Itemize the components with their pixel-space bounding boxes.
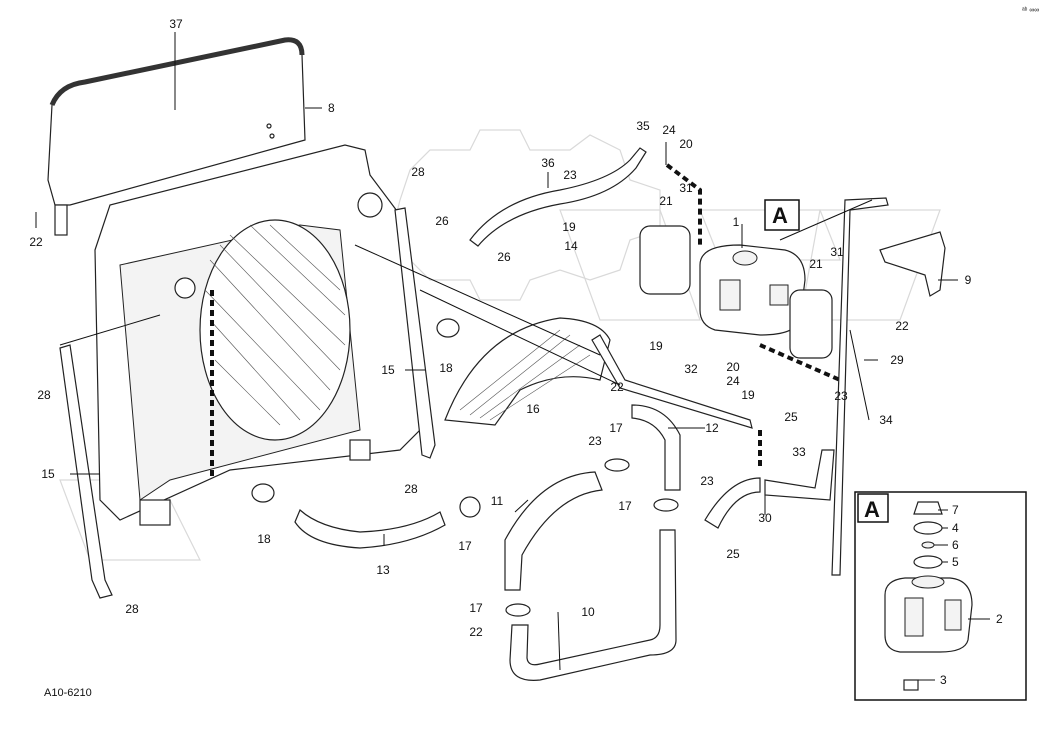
callout: 22	[469, 625, 483, 639]
callout: 15	[381, 363, 395, 377]
callout: 26	[497, 250, 511, 264]
detail-callout: 2	[996, 612, 1003, 626]
routing-lines	[210, 163, 842, 480]
callout: 20	[726, 360, 740, 374]
callout: 22	[610, 380, 624, 394]
callout: 31	[679, 181, 693, 195]
callout: 17	[609, 421, 623, 435]
detail-callout: 4	[952, 521, 959, 535]
hoses	[294, 147, 889, 681]
callout: 28	[411, 165, 425, 179]
detail-a-box	[854, 491, 1027, 701]
detail-callout: 3	[940, 673, 947, 687]
callout: 33	[792, 445, 806, 459]
drawing-id: A10-6210	[44, 687, 92, 699]
detail-callout: 5	[952, 555, 959, 569]
callout: 23	[563, 168, 577, 182]
callout: 28	[404, 482, 418, 496]
callout: 18	[257, 532, 271, 546]
callout: 30	[758, 511, 772, 525]
callout: 20	[679, 137, 693, 151]
callout: 11	[491, 494, 504, 508]
callout: 31	[830, 245, 844, 259]
callout: 28	[37, 388, 51, 402]
callout: 13	[376, 563, 390, 577]
callout: 25	[726, 547, 740, 561]
callout: 37	[169, 17, 183, 31]
callout: 25	[784, 410, 798, 424]
callout: 19	[649, 339, 663, 353]
detail-box-label: A	[864, 497, 880, 522]
corner-mark: ᵃᵇ ∞∞	[1022, 7, 1039, 14]
callout: 10	[581, 605, 595, 619]
support-stays	[59, 207, 436, 599]
callout: 23	[700, 474, 714, 488]
callout: 19	[562, 220, 576, 234]
callout: 12	[705, 421, 719, 435]
hose-clamps	[251, 318, 679, 617]
detail-flag-label: A	[772, 203, 788, 228]
callout: 36	[541, 156, 555, 170]
air-duct	[444, 317, 611, 426]
callout: 17	[618, 499, 632, 513]
callout: 16	[526, 402, 540, 416]
detail-callout: 6	[952, 538, 959, 552]
callout: 32	[684, 362, 698, 376]
detail-callout: 7	[952, 503, 959, 517]
leader-lines	[35, 32, 958, 671]
callout: 22	[29, 235, 43, 249]
callout: 17	[469, 601, 483, 615]
text-layer: A A 37 8 22 28 26 26 36 23 35 24 20 31 2…	[29, 7, 1039, 699]
callout: 28	[125, 602, 139, 616]
callout: 17	[458, 539, 472, 553]
detail-flag-a	[764, 199, 889, 523]
callout: 23	[834, 389, 848, 403]
callout: 21	[659, 194, 673, 208]
tank-straps	[639, 225, 833, 359]
callout: 26	[435, 214, 449, 228]
fan-shroud-assembly	[47, 37, 306, 236]
radiator	[94, 144, 421, 526]
callout: 34	[879, 413, 893, 427]
callout: 19	[741, 388, 755, 402]
bracket	[879, 231, 946, 297]
callout: 8	[328, 101, 335, 115]
callout: 35	[636, 119, 650, 133]
callout: 21	[809, 257, 823, 271]
callout: 15	[41, 467, 55, 481]
callout: 24	[726, 374, 740, 388]
callout: 1	[733, 215, 740, 229]
expansion-tank	[699, 244, 806, 336]
callout: 14	[564, 239, 578, 253]
callout: 18	[439, 361, 453, 375]
callout: 22	[895, 319, 909, 333]
callout: 23	[588, 434, 602, 448]
callout: 9	[965, 273, 972, 287]
callout: 29	[890, 353, 904, 367]
callout: 24	[662, 123, 676, 137]
